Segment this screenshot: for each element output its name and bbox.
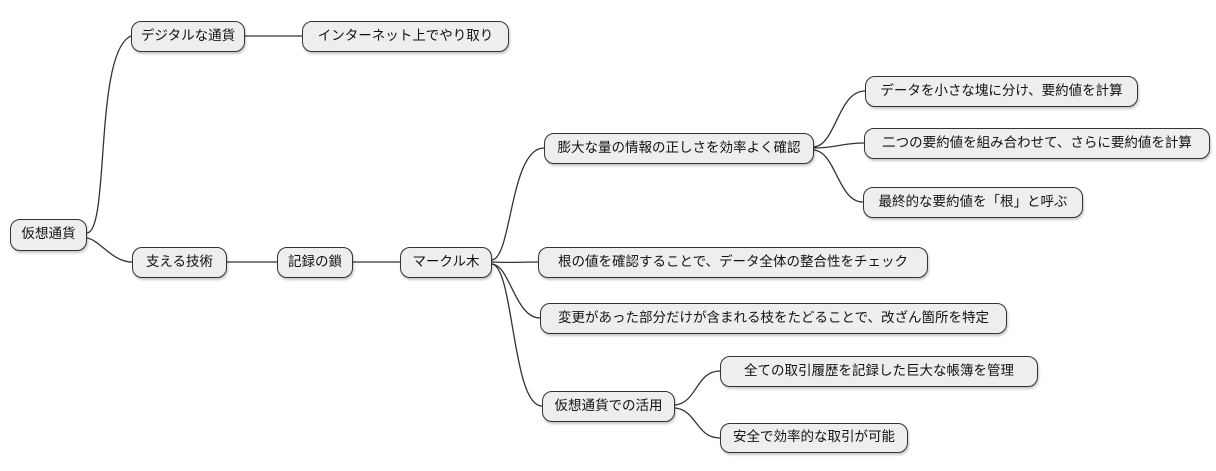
node-supporting-technology: 支える技術 xyxy=(132,247,227,278)
edge-root-to-digital-currency xyxy=(86,35,132,234)
edge-efficient-verification-to-combine-hashes xyxy=(813,142,865,149)
node-efficient-verification: 膨大な量の情報の正しさを効率よく確認 xyxy=(544,133,814,164)
edge-merkle-tree-to-efficient-verification xyxy=(491,147,545,261)
node-chain-of-records: 記録の鎖 xyxy=(277,247,353,278)
node-digital-currency: デジタルな通貨 xyxy=(131,21,245,52)
node-secure-efficient-transactions: 安全で効率的な取引が可能 xyxy=(720,423,908,453)
edge-efficient-verification-to-split-data-hash xyxy=(813,90,866,148)
node-use-in-cryptocurrency: 仮想通貨での活用 xyxy=(542,391,675,422)
node-ledger-management: 全ての取引履歴を記録した巨大な帳簿を管理 xyxy=(720,356,1038,387)
node-virtual-currency-root: 仮想通貨 xyxy=(10,219,87,251)
node-trace-tampered-branch: 変更があった部分だけが含まれる枝をたどることで、改ざん箇所を特定 xyxy=(540,303,1007,334)
edge-efficient-verification-to-final-root-value xyxy=(813,149,864,203)
edge-use-in-cryptocurrency-to-secure-transactions xyxy=(674,407,721,439)
edge-merkle-tree-to-trace-tampered-branch xyxy=(491,263,541,319)
node-split-data-hash: データを小さな塊に分け、要約値を計算 xyxy=(865,76,1138,107)
edge-root-to-supporting-technology xyxy=(86,237,133,263)
edge-merkle-tree-to-use-in-cryptocurrency xyxy=(491,263,543,407)
node-root-check-integrity: 根の値を確認することで、データ全体の整合性をチェック xyxy=(538,247,928,278)
node-internet-exchange: インターネット上でやり取り xyxy=(302,21,509,52)
edge-use-in-cryptocurrency-to-ledger-management xyxy=(674,370,721,406)
node-combine-hashes: 二つの要約値を組み合わせて、さらに要約値を計算 xyxy=(864,128,1210,159)
node-merkle-tree: マークル木 xyxy=(400,247,492,278)
node-final-root-value: 最終的な要約値を「根」と呼ぶ xyxy=(863,187,1083,218)
